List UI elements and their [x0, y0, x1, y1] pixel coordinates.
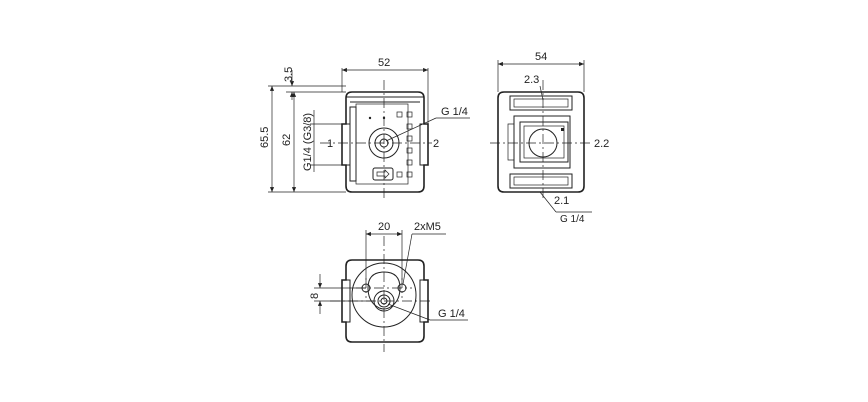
- gauge-port-label: G 1/4: [441, 106, 468, 118]
- port-in-label: 1: [327, 138, 333, 150]
- hole-callout-2xM5: 2xM5: [414, 221, 441, 233]
- dim-height-62: 62: [281, 134, 293, 146]
- dim-width-52: 52: [378, 57, 390, 69]
- bottom-port-label: G 1/4: [438, 308, 465, 320]
- dim-height-65-5: 65.5: [259, 127, 271, 148]
- front-view: [320, 80, 432, 200]
- dim-top-3-5: 3.5: [283, 67, 295, 82]
- port-label-2-1: 2.1: [554, 195, 569, 207]
- port-label-2-3: 2.3: [524, 74, 539, 86]
- front-view-dimensions: 52 3.5 65.5 62 G1/4 (G3/8) 1 2 G 1/4: [259, 57, 470, 193]
- dim-offset-8: 8: [309, 293, 321, 299]
- side-view: [490, 80, 592, 200]
- dim-side-width-54: 54: [535, 51, 547, 63]
- port-label-2-2: 2.2: [594, 138, 609, 150]
- bottom-view: [330, 236, 432, 352]
- dim-hole-spacing-20: 20: [378, 221, 390, 233]
- port-bottom-size: G 1/4: [560, 214, 585, 225]
- side-view-dimensions: 54 2.3 2.2 2.1 G 1/4: [497, 51, 609, 225]
- bottom-view-dimensions: 20 2xM5 8 G 1/4: [309, 221, 468, 321]
- port-out-label: 2: [433, 138, 439, 150]
- dim-port-size: G1/4 (G3/8): [302, 113, 314, 171]
